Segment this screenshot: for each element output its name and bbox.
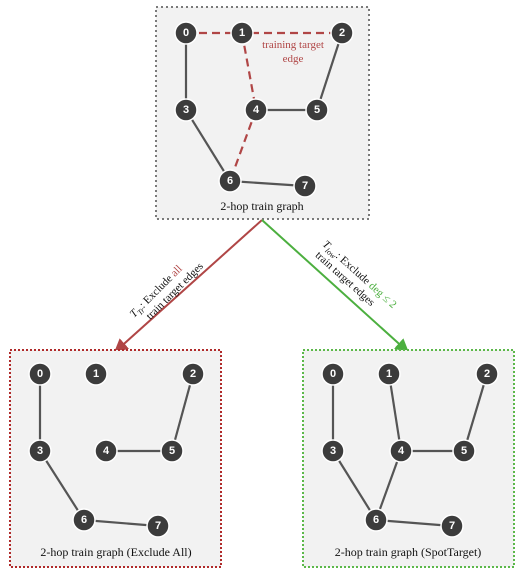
svg-text:1: 1 (239, 27, 245, 39)
node-1: 1 (84, 362, 108, 386)
svg-text:7: 7 (449, 520, 455, 532)
svg-text:7: 7 (155, 520, 161, 532)
svg-text:1: 1 (386, 368, 392, 380)
edge-5-2 (462, 373, 489, 452)
edge-6-7 (83, 518, 159, 528)
node-5: 5 (160, 439, 184, 463)
node-5: 5 (452, 439, 476, 463)
node-1: 1 (377, 362, 401, 386)
edge-6-7 (229, 179, 306, 188)
svg-text:2: 2 (339, 27, 345, 39)
node-2: 2 (330, 21, 354, 45)
top-graph-panel: training target edge 0 1 2 3 4 5 6 7 2-h… (155, 6, 370, 220)
arrow-spottarget (261, 219, 410, 353)
svg-text:5: 5 (169, 445, 175, 457)
svg-text:7: 7 (302, 180, 308, 192)
svg-text:0: 0 (37, 368, 43, 380)
svg-text:6: 6 (81, 514, 87, 526)
node-2: 2 (475, 362, 499, 386)
svg-text:5: 5 (461, 445, 467, 457)
svg-text:Tlow: Exclude deg ≤ 2: Tlow: Exclude deg ≤ 2 (319, 238, 399, 312)
node-0: 0 (174, 21, 198, 45)
svg-text:6: 6 (373, 514, 379, 526)
edge-3-6 (185, 109, 231, 182)
svg-text:5: 5 (314, 104, 320, 116)
edge-3-6 (332, 450, 377, 521)
spottarget-caption: 2-hop train graph (SpotTarget) (335, 545, 482, 559)
svg-text:4: 4 (253, 104, 260, 116)
edge-4-6 (374, 450, 403, 521)
node-7: 7 (440, 514, 464, 538)
node-2: 2 (181, 362, 205, 386)
node-7: 7 (146, 514, 170, 538)
edge-6-7 (375, 518, 453, 528)
node-6: 6 (218, 169, 242, 193)
svg-text:0: 0 (330, 368, 336, 380)
edge-5-2 (315, 32, 344, 111)
right-arrow-label: Tlow: Exclude deg ≤ 2 train target edges (313, 238, 399, 312)
svg-text:4: 4 (398, 445, 405, 457)
edge-5-2 (170, 373, 195, 452)
node-7: 7 (293, 174, 317, 198)
target-edge-label-line2: edge (283, 53, 304, 65)
svg-text:0: 0 (183, 27, 189, 39)
arrow-exclude-all (113, 219, 263, 353)
svg-text:3: 3 (183, 104, 189, 116)
node-4: 4 (94, 439, 118, 463)
exclude-all-caption: 2-hop train graph (Exclude All) (40, 545, 191, 559)
svg-text:6: 6 (227, 175, 233, 187)
node-6: 6 (364, 508, 388, 532)
svg-text:4: 4 (103, 445, 110, 457)
target-edge-1-4 (240, 32, 258, 111)
node-0: 0 (28, 362, 52, 386)
svg-text:2: 2 (190, 368, 196, 380)
svg-text:2: 2 (484, 368, 490, 380)
edge-3-6 (39, 450, 85, 521)
top-panel-caption: 2-hop train graph (220, 199, 303, 213)
svg-text:3: 3 (330, 445, 336, 457)
spottarget-graph-panel: 0 1 2 3 4 5 6 7 2-hop train graph (SpotT… (302, 349, 515, 568)
node-3: 3 (28, 439, 52, 463)
target-edge-label-line1: training target (262, 39, 324, 51)
left-arrow-label: TTr: Exclude all train target edges (128, 260, 206, 322)
svg-text:1: 1 (93, 368, 99, 380)
node-4: 4 (244, 98, 268, 122)
node-0: 0 (321, 362, 345, 386)
node-5: 5 (305, 98, 329, 122)
svg-text:3: 3 (37, 445, 43, 457)
node-3: 3 (321, 439, 345, 463)
node-6: 6 (72, 508, 96, 532)
node-1: 1 (230, 21, 254, 45)
edge-1-4 (387, 373, 403, 452)
node-4: 4 (389, 439, 413, 463)
node-3: 3 (174, 98, 198, 122)
exclude-all-graph-panel: 0 1 2 3 4 5 6 7 2-hop train graph (Exclu… (9, 349, 222, 568)
